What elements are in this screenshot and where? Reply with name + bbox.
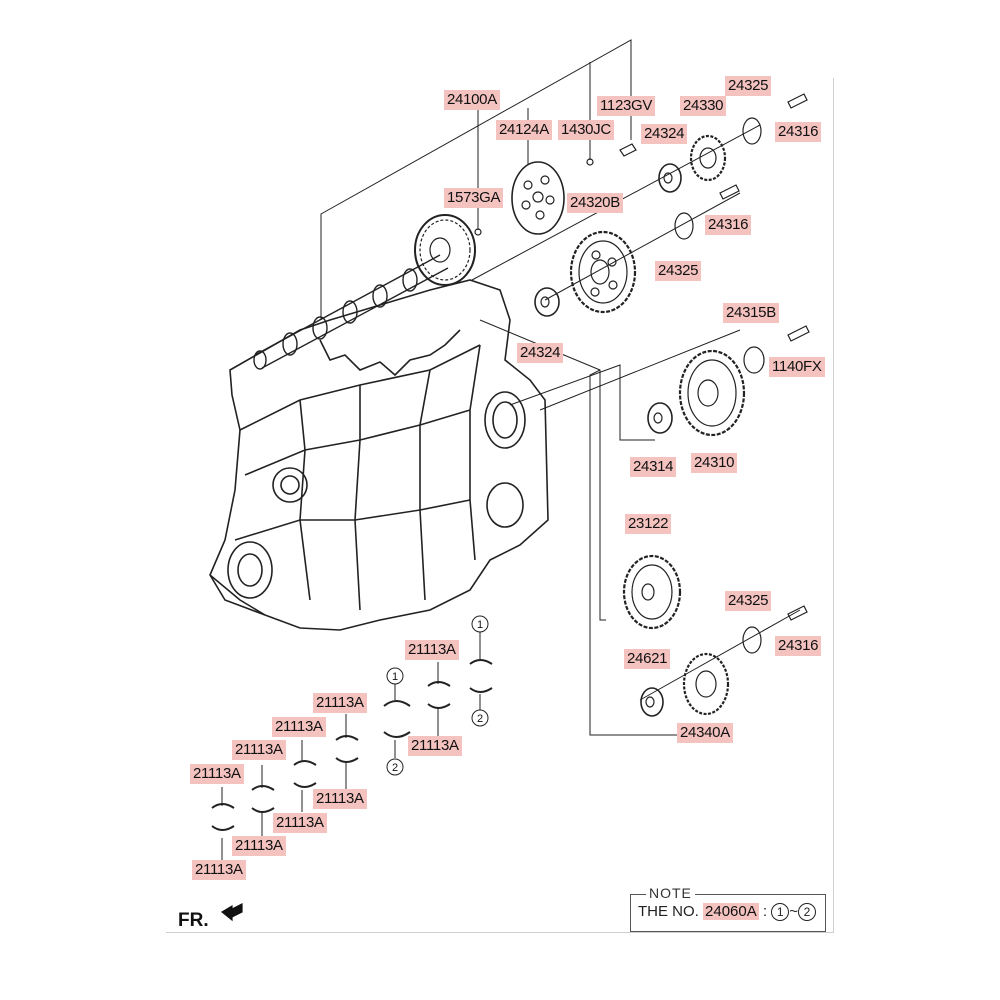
bolt-24316-bot: [787, 605, 808, 621]
plate-24325-top: [742, 117, 762, 145]
note-title: NOTE: [646, 884, 695, 902]
gear-24320B: [569, 230, 637, 314]
part-label-24324-low[interactable]: 24324: [517, 343, 564, 363]
plate-24325-mid: [674, 212, 694, 240]
front-arrow-icon: [220, 903, 243, 922]
part-label-24340A[interactable]: 24340A: [677, 723, 733, 743]
part-label-24325-mid[interactable]: 24325: [655, 261, 702, 281]
gear-24330: [689, 134, 727, 182]
part-label-24316-mid[interactable]: 24316: [705, 215, 752, 235]
circle-marker-text: 2: [392, 762, 398, 774]
hub-24314: [647, 402, 673, 434]
pin-1430JC: [586, 158, 594, 166]
part-label-24316-bot[interactable]: 24316: [775, 636, 822, 656]
part-label-1573GA[interactable]: 1573GA: [444, 188, 504, 208]
hub-24621: [640, 687, 664, 717]
circle-marker-2-right: [471, 709, 489, 727]
circle-marker-2-left: [386, 758, 404, 776]
circle-marker-text: 1: [477, 619, 483, 631]
note-box: [630, 894, 826, 932]
bolt-24316-top: [787, 93, 808, 109]
part-label-21113A[interactable]: 21113A: [273, 813, 327, 833]
note-separator: :: [762, 903, 768, 920]
part-label-24316-top[interactable]: 24316: [775, 122, 822, 142]
part-label-21113A[interactable]: 21113A: [405, 640, 459, 660]
part-label-21113A[interactable]: 21113A: [408, 736, 462, 756]
part-label-21113A[interactable]: 21113A: [313, 693, 367, 713]
bolt-24316-mid: [719, 184, 740, 200]
note-range-dash: ~: [789, 903, 799, 920]
frame-right-border: [833, 78, 834, 933]
bolt-1140FX: [787, 325, 810, 342]
gear-24310: [678, 349, 746, 437]
part-label-1140FX[interactable]: 1140FX: [769, 357, 825, 377]
engine-block: [209, 279, 549, 631]
circle-marker-1-left: [386, 667, 404, 685]
plate-24315B: [743, 346, 765, 374]
dowel-pin-1573GA: [474, 228, 482, 236]
part-label-24621[interactable]: 24621: [624, 649, 671, 669]
part-label-24100A[interactable]: 24100A: [444, 90, 500, 110]
part-label-24324-top[interactable]: 24324: [641, 124, 688, 144]
washer-24324-upper: [658, 163, 682, 193]
part-label-24320B[interactable]: 24320B: [567, 193, 623, 213]
gear-24340A: [682, 652, 730, 716]
part-label-24314[interactable]: 24314: [630, 457, 677, 477]
part-label-24330[interactable]: 24330: [680, 96, 727, 116]
note-part-code[interactable]: 24060A: [703, 903, 759, 920]
plate-24325-bot: [742, 626, 762, 654]
front-marker: FR.: [178, 910, 209, 931]
circle-marker-1-right: [471, 615, 489, 633]
gear-23122: [622, 554, 682, 630]
plate-24124A: [511, 161, 565, 235]
circle-marker-text: 1: [392, 671, 398, 683]
part-label-1123GV[interactable]: 1123GV: [597, 96, 656, 116]
part-label-24325-top[interactable]: 24325: [725, 76, 772, 96]
part-label-21113A[interactable]: 21113A: [313, 789, 367, 809]
part-label-24325-bot[interactable]: 24325: [725, 591, 772, 611]
camshaft: [253, 254, 449, 370]
part-label-21113A[interactable]: 21113A: [272, 717, 326, 737]
part-label-21113A[interactable]: 21113A: [192, 860, 246, 880]
part-label-24124A[interactable]: 24124A: [496, 120, 552, 140]
circle-marker-text: 2: [477, 713, 483, 725]
washer-24324-lower: [534, 287, 560, 317]
frame-bottom-border: [166, 932, 834, 933]
note-circle-2: 2: [798, 903, 817, 921]
part-label-21113A[interactable]: 21113A: [232, 836, 286, 856]
part-label-23122[interactable]: 23122: [625, 514, 672, 534]
bearing-shells: [211, 659, 493, 831]
part-label-1430JC[interactable]: 1430JC: [558, 120, 614, 140]
bearing-leaders: [221, 632, 481, 862]
part-label-24310[interactable]: 24310: [691, 453, 738, 473]
part-label-21113A[interactable]: 21113A: [190, 764, 244, 784]
part-label-24315B[interactable]: 24315B: [723, 303, 779, 323]
bolt-1123GV: [619, 143, 637, 157]
part-label-21113A[interactable]: 21113A: [232, 740, 286, 760]
note-circle-1: 1: [771, 903, 790, 921]
note-prefix: THE NO.: [638, 903, 699, 920]
cam-sprocket: [414, 214, 476, 286]
note-text: THE NO. 24060A : 1~2: [638, 902, 817, 922]
leader-lines: [320, 39, 801, 736]
